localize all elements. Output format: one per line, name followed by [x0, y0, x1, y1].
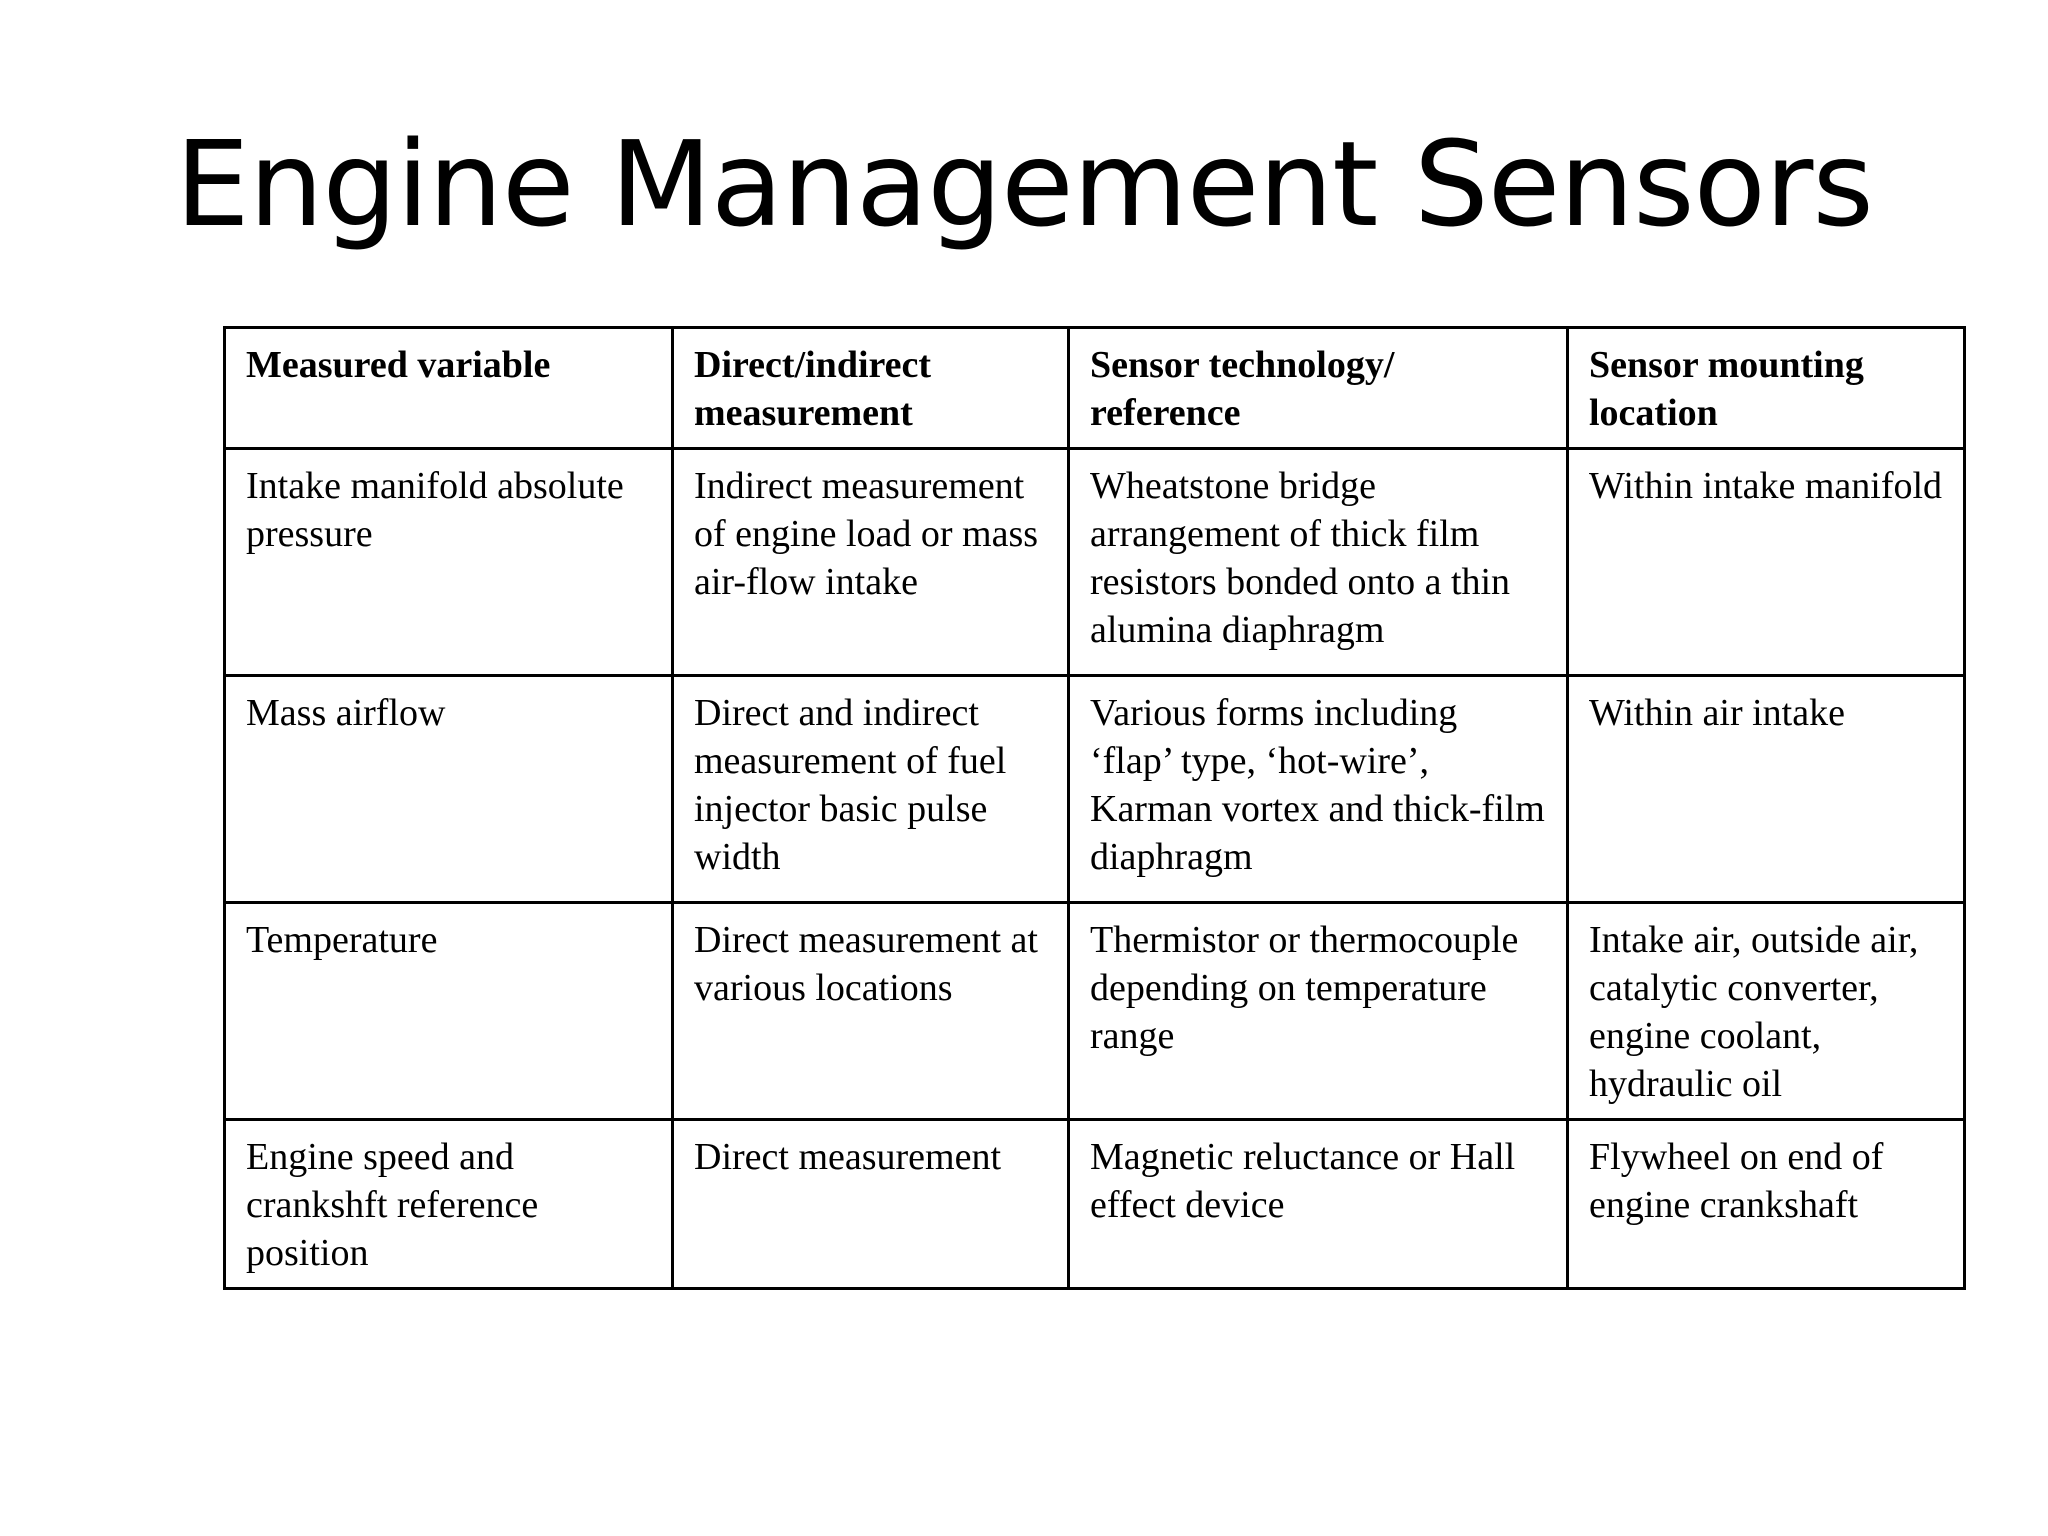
slide-title: Engine Management Sensors: [175, 115, 1874, 253]
table-cell: Thermistor or thermocouple depending on …: [1067, 901, 1569, 1121]
column-header-mounting-location: Sensor mounting location: [1566, 326, 1966, 450]
sensor-table: Measured variable Direct/indirect measur…: [223, 326, 1966, 1290]
table-cell: Direct and indirect measurement of fuel …: [671, 674, 1070, 904]
table-cell: Indirect measurement of engine load or m…: [671, 447, 1070, 677]
table-cell: Various forms including ‘flap’ type, ‘ho…: [1067, 674, 1569, 904]
table-cell: Intake manifold absolute pressure: [223, 447, 674, 677]
table-cell: Engine speed and crankshft reference pos…: [223, 1118, 674, 1290]
table-cell: Magnetic reluctance or Hall effect devic…: [1067, 1118, 1569, 1290]
table-row: Engine speed and crankshft reference pos…: [223, 1118, 1966, 1290]
table-cell: Direct measurement at various locations: [671, 901, 1070, 1121]
table-cell: Wheatstone bridge arrangement of thick f…: [1067, 447, 1569, 677]
sensor-table-container: Measured variable Direct/indirect measur…: [223, 326, 1966, 1290]
table-cell: Temperature: [223, 901, 674, 1121]
table-cell: Within intake manifold: [1566, 447, 1966, 677]
table-header-row: Measured variable Direct/indirect measur…: [223, 326, 1966, 450]
table-cell: Mass airflow: [223, 674, 674, 904]
table-row: Intake manifold absolute pressure Indire…: [223, 447, 1966, 677]
table-cell: Direct measurement: [671, 1118, 1070, 1290]
table-cell: Within air intake: [1566, 674, 1966, 904]
column-header-sensor-technology: Sensor technology/ reference: [1067, 326, 1569, 450]
table-row: Temperature Direct measurement at variou…: [223, 901, 1966, 1121]
table-cell: Flywheel on end of engine crankshaft: [1566, 1118, 1966, 1290]
table-row: Mass airflow Direct and indirect measure…: [223, 674, 1966, 904]
column-header-measurement-type: Direct/indirect measurement: [671, 326, 1070, 450]
column-header-measured-variable: Measured variable: [223, 326, 674, 450]
table-cell: Intake air, outside air, catalytic conve…: [1566, 901, 1966, 1121]
